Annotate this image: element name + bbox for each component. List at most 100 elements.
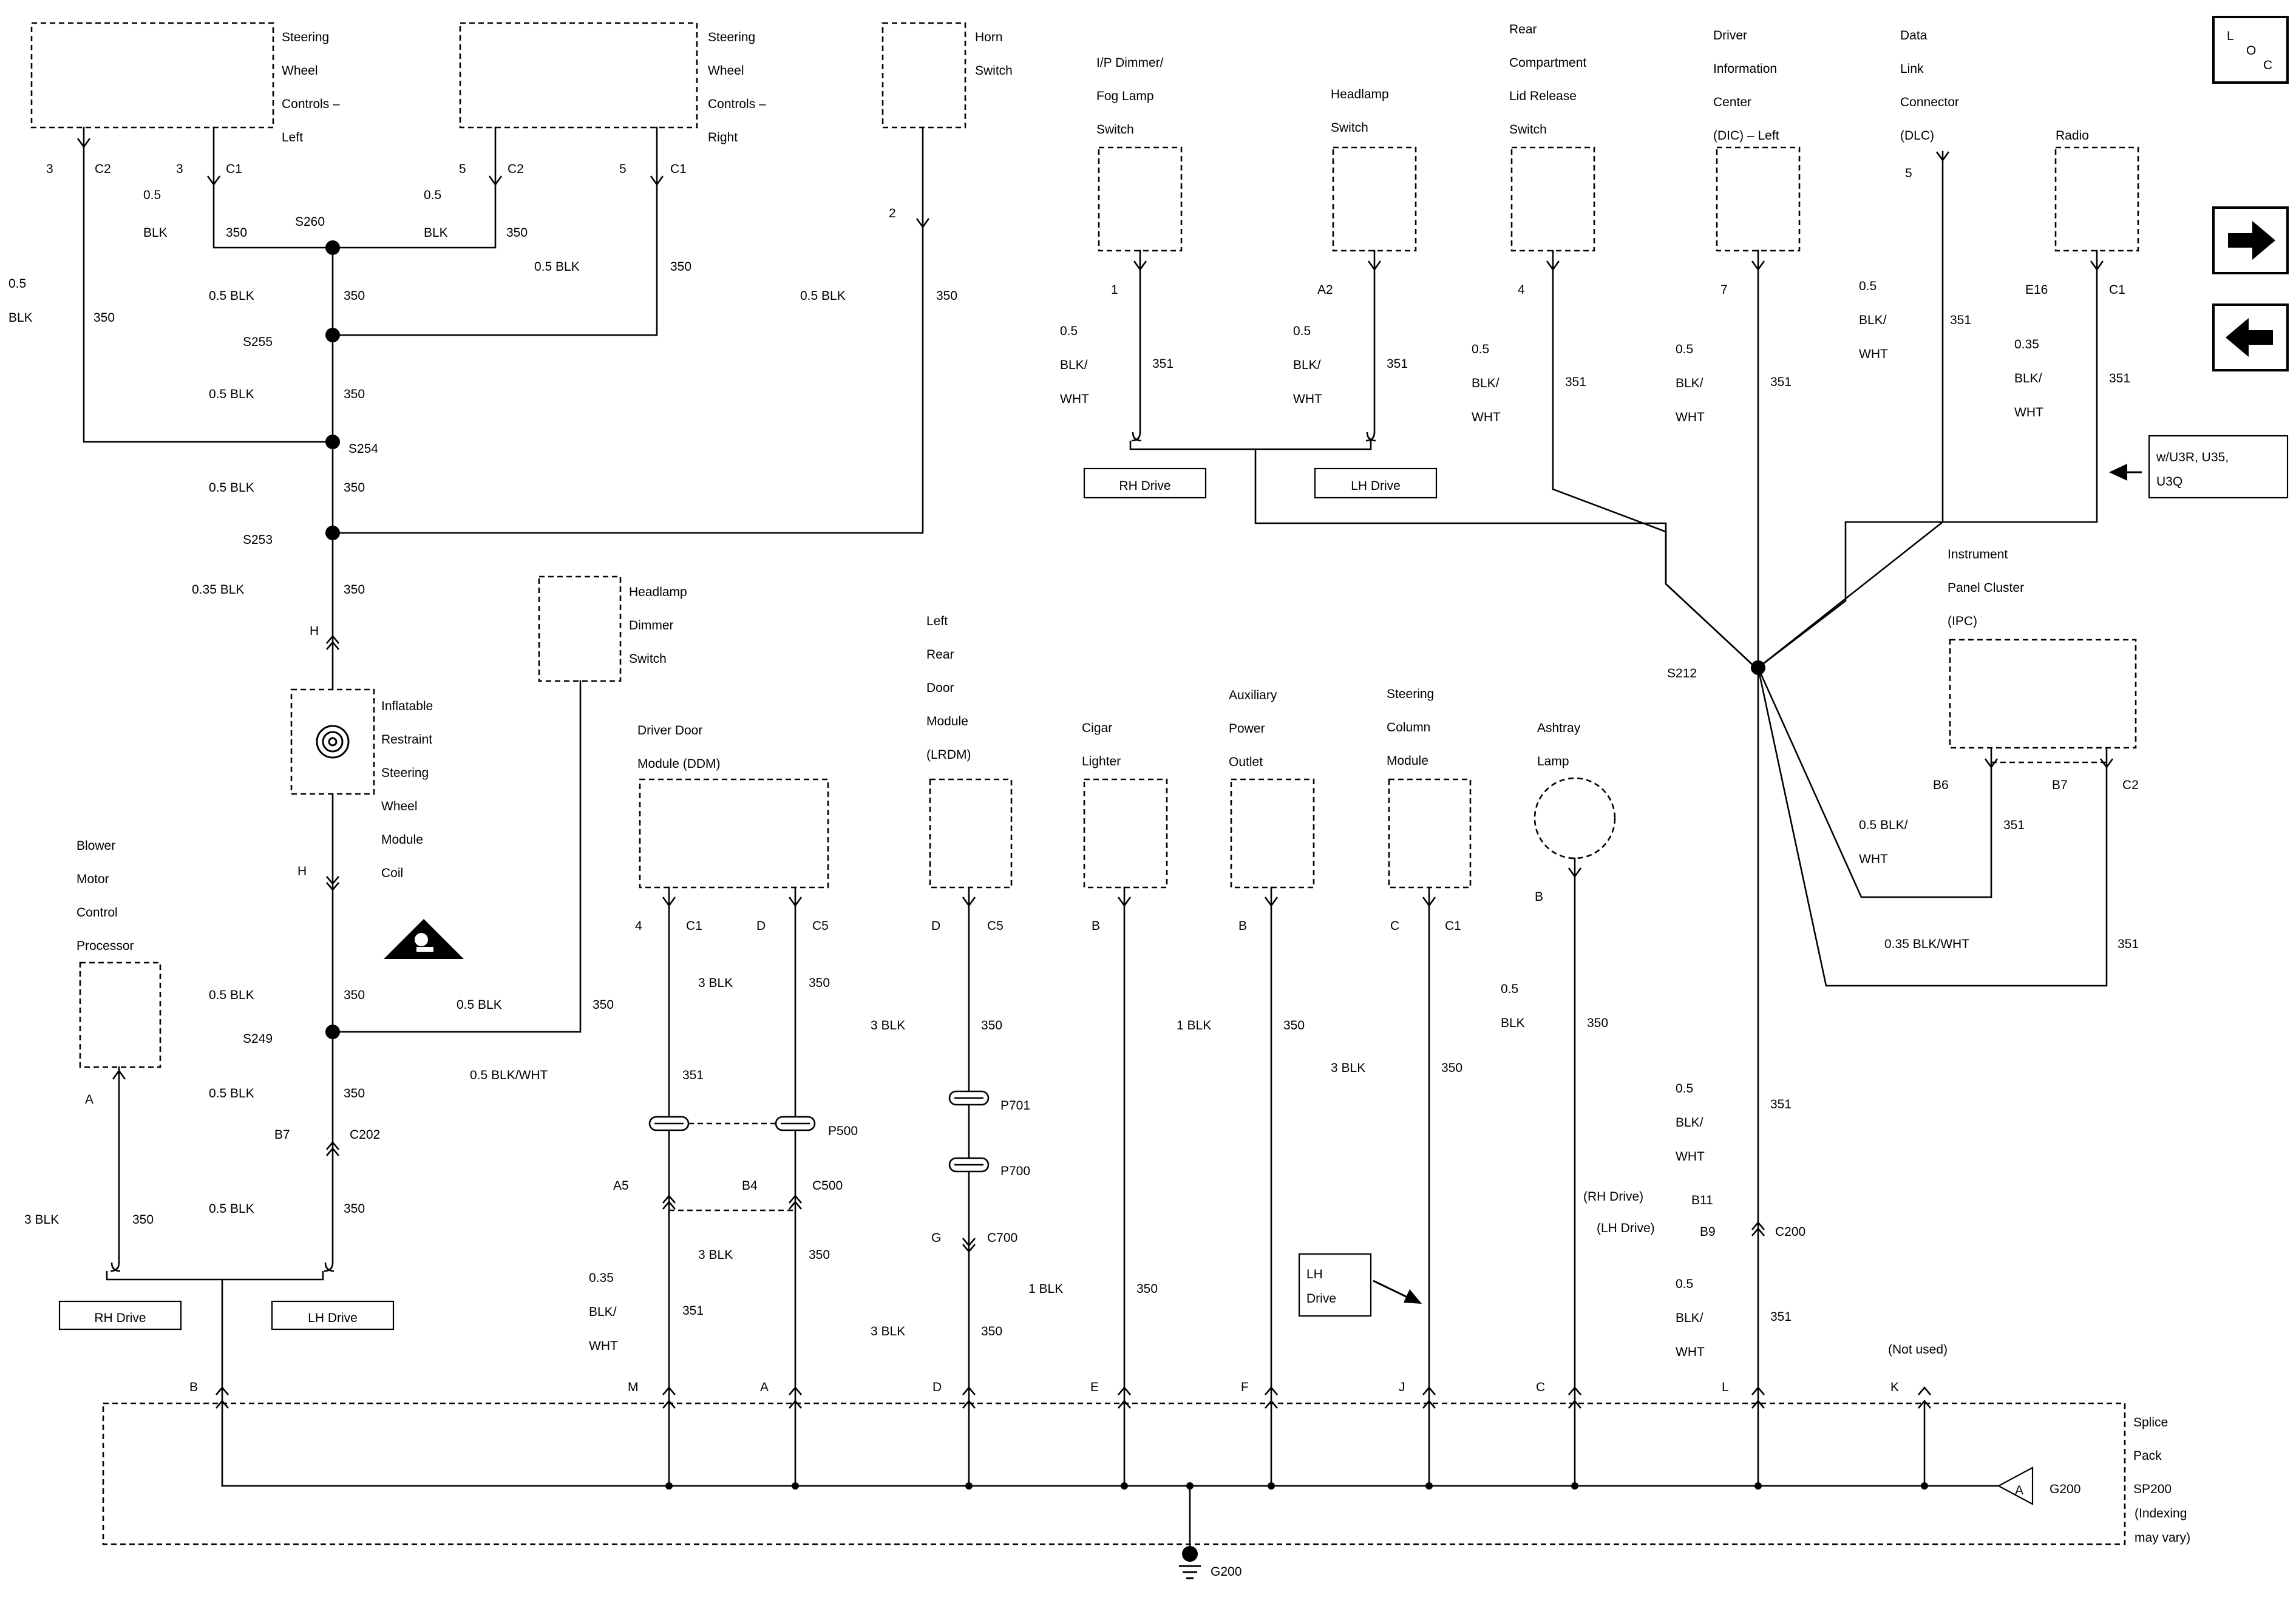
wire-label-blower-350: 350 [132,1213,154,1227]
splice-s253 [325,526,340,540]
wire-label-dlc-351: 351 [1950,313,1971,327]
drive-option-bracket-left [106,1262,335,1403]
g200-ref-triangle [1997,1466,2034,1505]
rh-drive-label-left: RH Drive [94,1311,146,1325]
sp-term-d: D [932,1380,942,1394]
term-c200: C200 [1775,1225,1805,1239]
term-rear-4: 4 [1518,283,1525,297]
swc-left-box [30,22,274,129]
term-c500: C500 [812,1179,843,1193]
wire-label-ipc-c2: 0.35 BLK/WHT [1884,937,1969,951]
wire-label-trunk-5-350: 350 [344,988,365,1002]
wire-label-scm-350: 350 [1441,1061,1462,1075]
wire-label-cigar-350: 350 [1136,1282,1158,1296]
wire-swcr-c1 [331,126,658,336]
term-cig-b: B [1092,919,1100,933]
rear-comp-box [1510,146,1595,252]
rh-drive-box-left [58,1300,182,1331]
wire-label-ipc-b6-351: 351 [2003,818,2025,832]
wire-label-swcr-350: 350 [670,260,691,274]
wire-label-hldim: 0.5 BLK [457,998,502,1012]
lh-drive-label-right: LH Drive [1351,479,1401,493]
wire-label-trunk-2: 0.5 BLK [209,387,254,401]
label-s249: S249 [243,1032,273,1046]
sp-term-k: K [1890,1380,1899,1394]
option-arrow [2109,464,2127,481]
lh-drive-label-left: LH Drive [308,1311,358,1325]
term-ddm-c5: C5 [812,919,829,933]
cigar-box [1083,778,1168,889]
term-dlc-5: 5 [1905,166,1912,180]
wire-label-cigar: 1 BLK [1028,1282,1063,1296]
wire-hl-dimmer [331,680,582,1033]
term-swcr-5b: 5 [619,162,627,176]
wire-label-s212-b-351: 351 [1770,1310,1792,1324]
arrow-right-icon[interactable] [2212,206,2289,274]
lh-drive-arrow-stem [1373,1280,1409,1299]
wire-label-ddm-m-351: 351 [682,1304,704,1318]
horn-switch-box [881,22,966,129]
wire-label-trunk-5: 0.5 BLK [209,988,254,1002]
wire-label-ipc-b6: 0.5 BLK/WHT [1859,818,1908,866]
wire-label-trunk-6-350: 350 [344,1086,365,1100]
label-s253: S253 [243,533,273,547]
sp-term-j: J [1399,1380,1405,1394]
splice-s212 [1751,660,1765,675]
wire-label-swcr: 0.5 BLK [534,260,580,274]
wire-label-rear-351: 351 [1565,375,1586,389]
wire-label-ddm-c5-350: 350 [809,976,830,990]
label-g200: G200 [1211,1565,1241,1579]
term-c200-b11: B11 [1691,1193,1713,1207]
term-c202: C202 [350,1128,380,1142]
g200-ref-label: G200 [2050,1482,2080,1496]
label-p700: P700 [1000,1164,1030,1178]
rh-drive-label-right: RH Drive [1119,479,1170,493]
splice-pack-drops [221,1402,1926,1555]
wire-label-radio-351: 351 [2109,371,2130,385]
sp-term-c: C [1536,1380,1545,1394]
term-swcl-c2: C2 [95,162,111,176]
term-coil-h-bot: H [297,864,307,878]
wire-rear-comp [1552,249,1757,669]
wire-ipc-c2 [1757,666,2108,987]
arrow-left-icon[interactable] [2212,303,2289,371]
lh-drive-note-box [1298,1253,1372,1317]
wire-label-lrdm: 3 BLK [871,1019,905,1032]
g200-ref-letter: A [2015,1483,2023,1497]
term-aux-b: B [1238,919,1247,933]
lh-drive-box-left [271,1300,395,1331]
wire-label-lrdm-350: 350 [981,1019,1002,1032]
wire-label-dic-351: 351 [1770,375,1792,389]
wire-label-lrdm-d: 3 BLK [871,1324,905,1338]
c200-rh-note: (RH Drive) [1583,1190,1643,1204]
term-scm-c: C [1390,919,1399,933]
wire-label-ddm-c1-351: 351 [682,1068,704,1082]
p500-symbol [648,1116,816,1131]
sp-k-not-used: (Not used) [1888,1343,1948,1357]
wire-label-trunk-1: 0.5 BLK [209,289,254,303]
wire-label-horn: 0.5 BLK [800,289,846,303]
splice-s254 [325,435,340,449]
term-ipc-b7: B7 [2052,778,2068,792]
locator-icon[interactable]: L O C [2212,16,2289,84]
splice-s249 [325,1025,340,1039]
label-s212: S212 [1667,666,1697,680]
sp-term-a: A [760,1380,769,1394]
sp-term-b: B [189,1380,198,1394]
option-note-box [2148,435,2289,499]
splice-s260 [325,240,340,255]
term-horn-2: 2 [889,206,896,220]
wire-label-trunk-2-350: 350 [344,387,365,401]
wire-horn [331,126,924,534]
term-swcr-c2: C2 [508,162,524,176]
ground-icon [1179,1565,1201,1579]
